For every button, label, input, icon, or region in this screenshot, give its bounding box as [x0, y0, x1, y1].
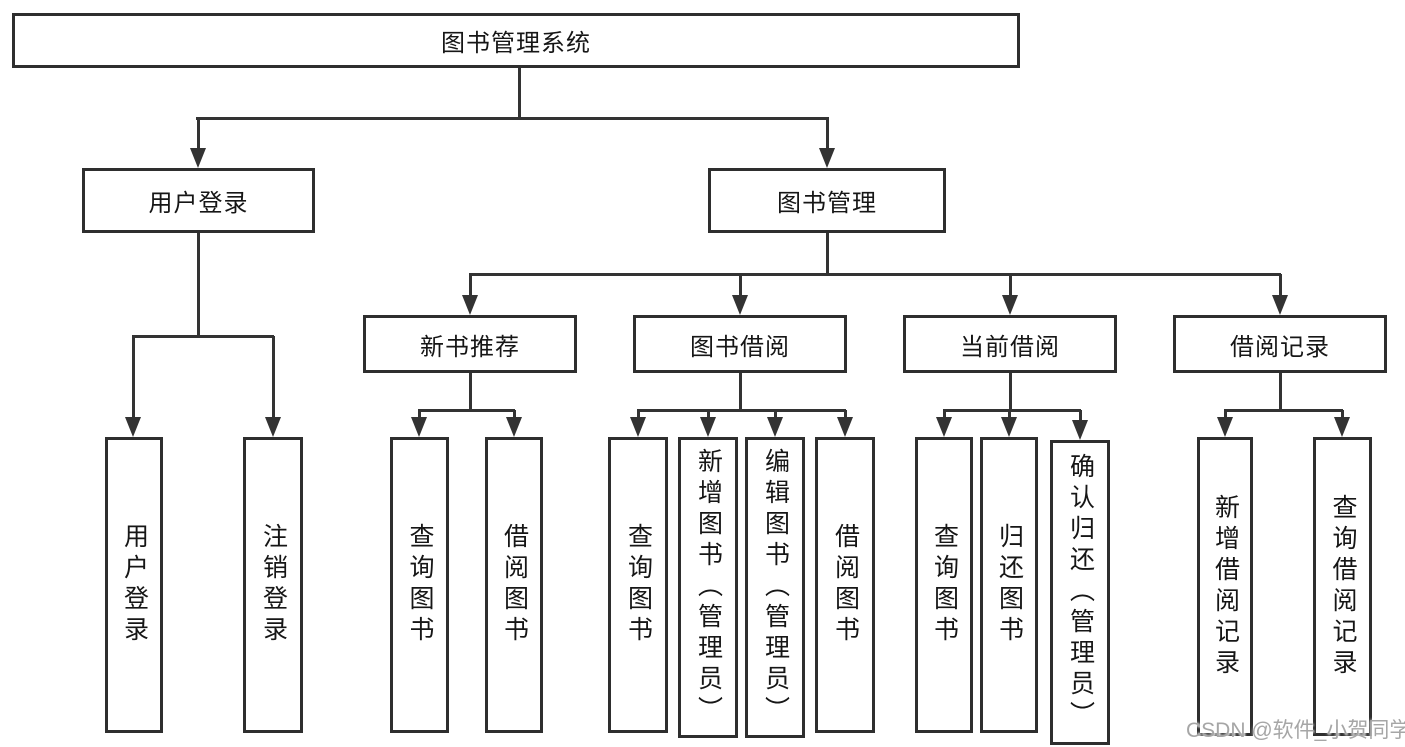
node-label: 图书管理: [777, 190, 877, 217]
connector-line-horizontal: [196, 117, 829, 120]
connector-line-vertical: [518, 68, 521, 118]
arrowhead-down-icon: [1272, 295, 1288, 315]
connector-line-horizontal: [943, 409, 1081, 412]
arrowhead-down-icon: [767, 417, 783, 437]
node-label: 借阅记录: [1230, 333, 1330, 361]
node-label: 确认归还（管理员）: [1066, 453, 1095, 732]
arrowhead-down-icon: [1072, 420, 1088, 440]
node-label: 归还图书: [995, 523, 1024, 647]
node-book-borrowing: 图书借阅: [633, 315, 847, 373]
arrowhead-down-icon: [1217, 417, 1233, 437]
node-label: 新书推荐: [420, 333, 520, 361]
leaf-logout: 注销登录: [243, 437, 303, 733]
arrowhead-down-icon: [1334, 417, 1350, 437]
connector-line-horizontal: [1224, 409, 1343, 412]
connector-line-horizontal: [469, 273, 1281, 276]
leaf-confirm-return-admin: 确认归还（管理员）: [1050, 440, 1110, 745]
connector-line-vertical: [513, 410, 516, 421]
node-label: 新增借阅记录: [1211, 493, 1240, 680]
connector-line-vertical: [1224, 410, 1227, 421]
leaf-query-books-3: 查询图书: [915, 437, 973, 733]
leaf-add-borrow-record: 新增借阅记录: [1197, 437, 1253, 736]
node-current-borrowing: 当前借阅: [903, 315, 1117, 373]
arrowhead-down-icon: [1001, 417, 1017, 437]
connector-line-vertical: [943, 410, 946, 421]
node-label: 用户登录: [120, 523, 149, 647]
leaf-borrow-books-2: 借阅图书: [815, 437, 875, 733]
node-user-login: 用户登录: [82, 168, 315, 233]
node-label: 注销登录: [259, 523, 288, 647]
leaf-user-login: 用户登录: [105, 437, 163, 733]
node-label: 图书借阅: [690, 333, 790, 361]
connector-line-vertical: [826, 233, 829, 274]
node-label: 借阅图书: [500, 523, 529, 647]
connector-line-horizontal: [418, 409, 515, 412]
arrowhead-down-icon: [700, 417, 716, 437]
connector-line-vertical: [739, 274, 742, 299]
arrowhead-down-icon: [837, 417, 853, 437]
arrowhead-down-icon: [630, 417, 646, 437]
node-label: 编辑图书（管理员）: [761, 448, 790, 727]
leaf-query-borrow-record: 查询借阅记录: [1313, 437, 1372, 736]
connector-line-vertical: [1279, 274, 1282, 299]
leaf-query-books-2: 查询图书: [608, 437, 668, 733]
csdn-watermark: CSDN @软件_小贺同学: [1186, 719, 1405, 742]
arrowhead-down-icon: [819, 148, 835, 168]
node-label: 查询图书: [406, 523, 434, 647]
connector-line-horizontal: [637, 409, 846, 412]
node-book-management: 图书管理: [708, 168, 946, 233]
connector-line-vertical: [739, 373, 742, 410]
leaf-edit-books-admin: 编辑图书（管理员）: [745, 437, 805, 738]
leaf-query-books-1: 查询图书: [390, 437, 449, 733]
node-label: 用户登录: [148, 190, 249, 217]
arrowhead-down-icon: [506, 417, 522, 437]
connector-line-horizontal: [132, 335, 274, 338]
arrowhead-down-icon: [1002, 295, 1018, 315]
arrowhead-down-icon: [265, 417, 281, 437]
node-label: 查询借阅记录: [1329, 493, 1357, 680]
node-label: 借阅图书: [831, 523, 860, 647]
node-label: 查询图书: [930, 523, 959, 647]
connector-line-vertical: [637, 410, 640, 421]
connector-line-vertical: [1009, 373, 1012, 410]
connector-line-vertical: [1009, 274, 1012, 299]
node-label: 当前借阅: [960, 333, 1060, 361]
leaf-add-books-admin: 新增图书（管理员）: [678, 437, 738, 738]
node-label: 新增图书（管理员）: [694, 448, 723, 727]
connector-line-vertical: [272, 336, 275, 421]
connector-line-vertical: [1079, 410, 1082, 424]
node-label: 图书管理系统: [441, 30, 591, 57]
connector-line-vertical: [774, 410, 777, 421]
connector-line-vertical: [1008, 410, 1011, 421]
arrowhead-down-icon: [732, 295, 748, 315]
connector-line-vertical: [707, 410, 710, 421]
connector-line-vertical: [418, 410, 421, 421]
node-label: 查询图书: [624, 523, 653, 647]
connector-line-vertical: [844, 410, 847, 421]
connector-line-vertical: [826, 118, 829, 152]
connector-line-vertical: [469, 373, 472, 410]
connector-line-vertical: [1279, 373, 1282, 410]
leaf-borrow-books-1: 借阅图书: [485, 437, 543, 733]
connector-line-vertical: [469, 274, 472, 299]
leaf-return-books: 归还图书: [980, 437, 1038, 733]
arrowhead-down-icon: [125, 417, 141, 437]
connector-line-vertical: [132, 336, 135, 421]
connector-line-vertical: [197, 118, 200, 152]
node-borrowing-records: 借阅记录: [1173, 315, 1387, 373]
node-root-system: 图书管理系统: [12, 13, 1020, 68]
arrowhead-down-icon: [190, 148, 206, 168]
arrowhead-down-icon: [462, 295, 478, 315]
arrowhead-down-icon: [411, 417, 427, 437]
arrowhead-down-icon: [936, 417, 952, 437]
node-new-book-recommend: 新书推荐: [363, 315, 577, 373]
connector-line-vertical: [197, 233, 200, 336]
connector-line-vertical: [1341, 410, 1344, 421]
